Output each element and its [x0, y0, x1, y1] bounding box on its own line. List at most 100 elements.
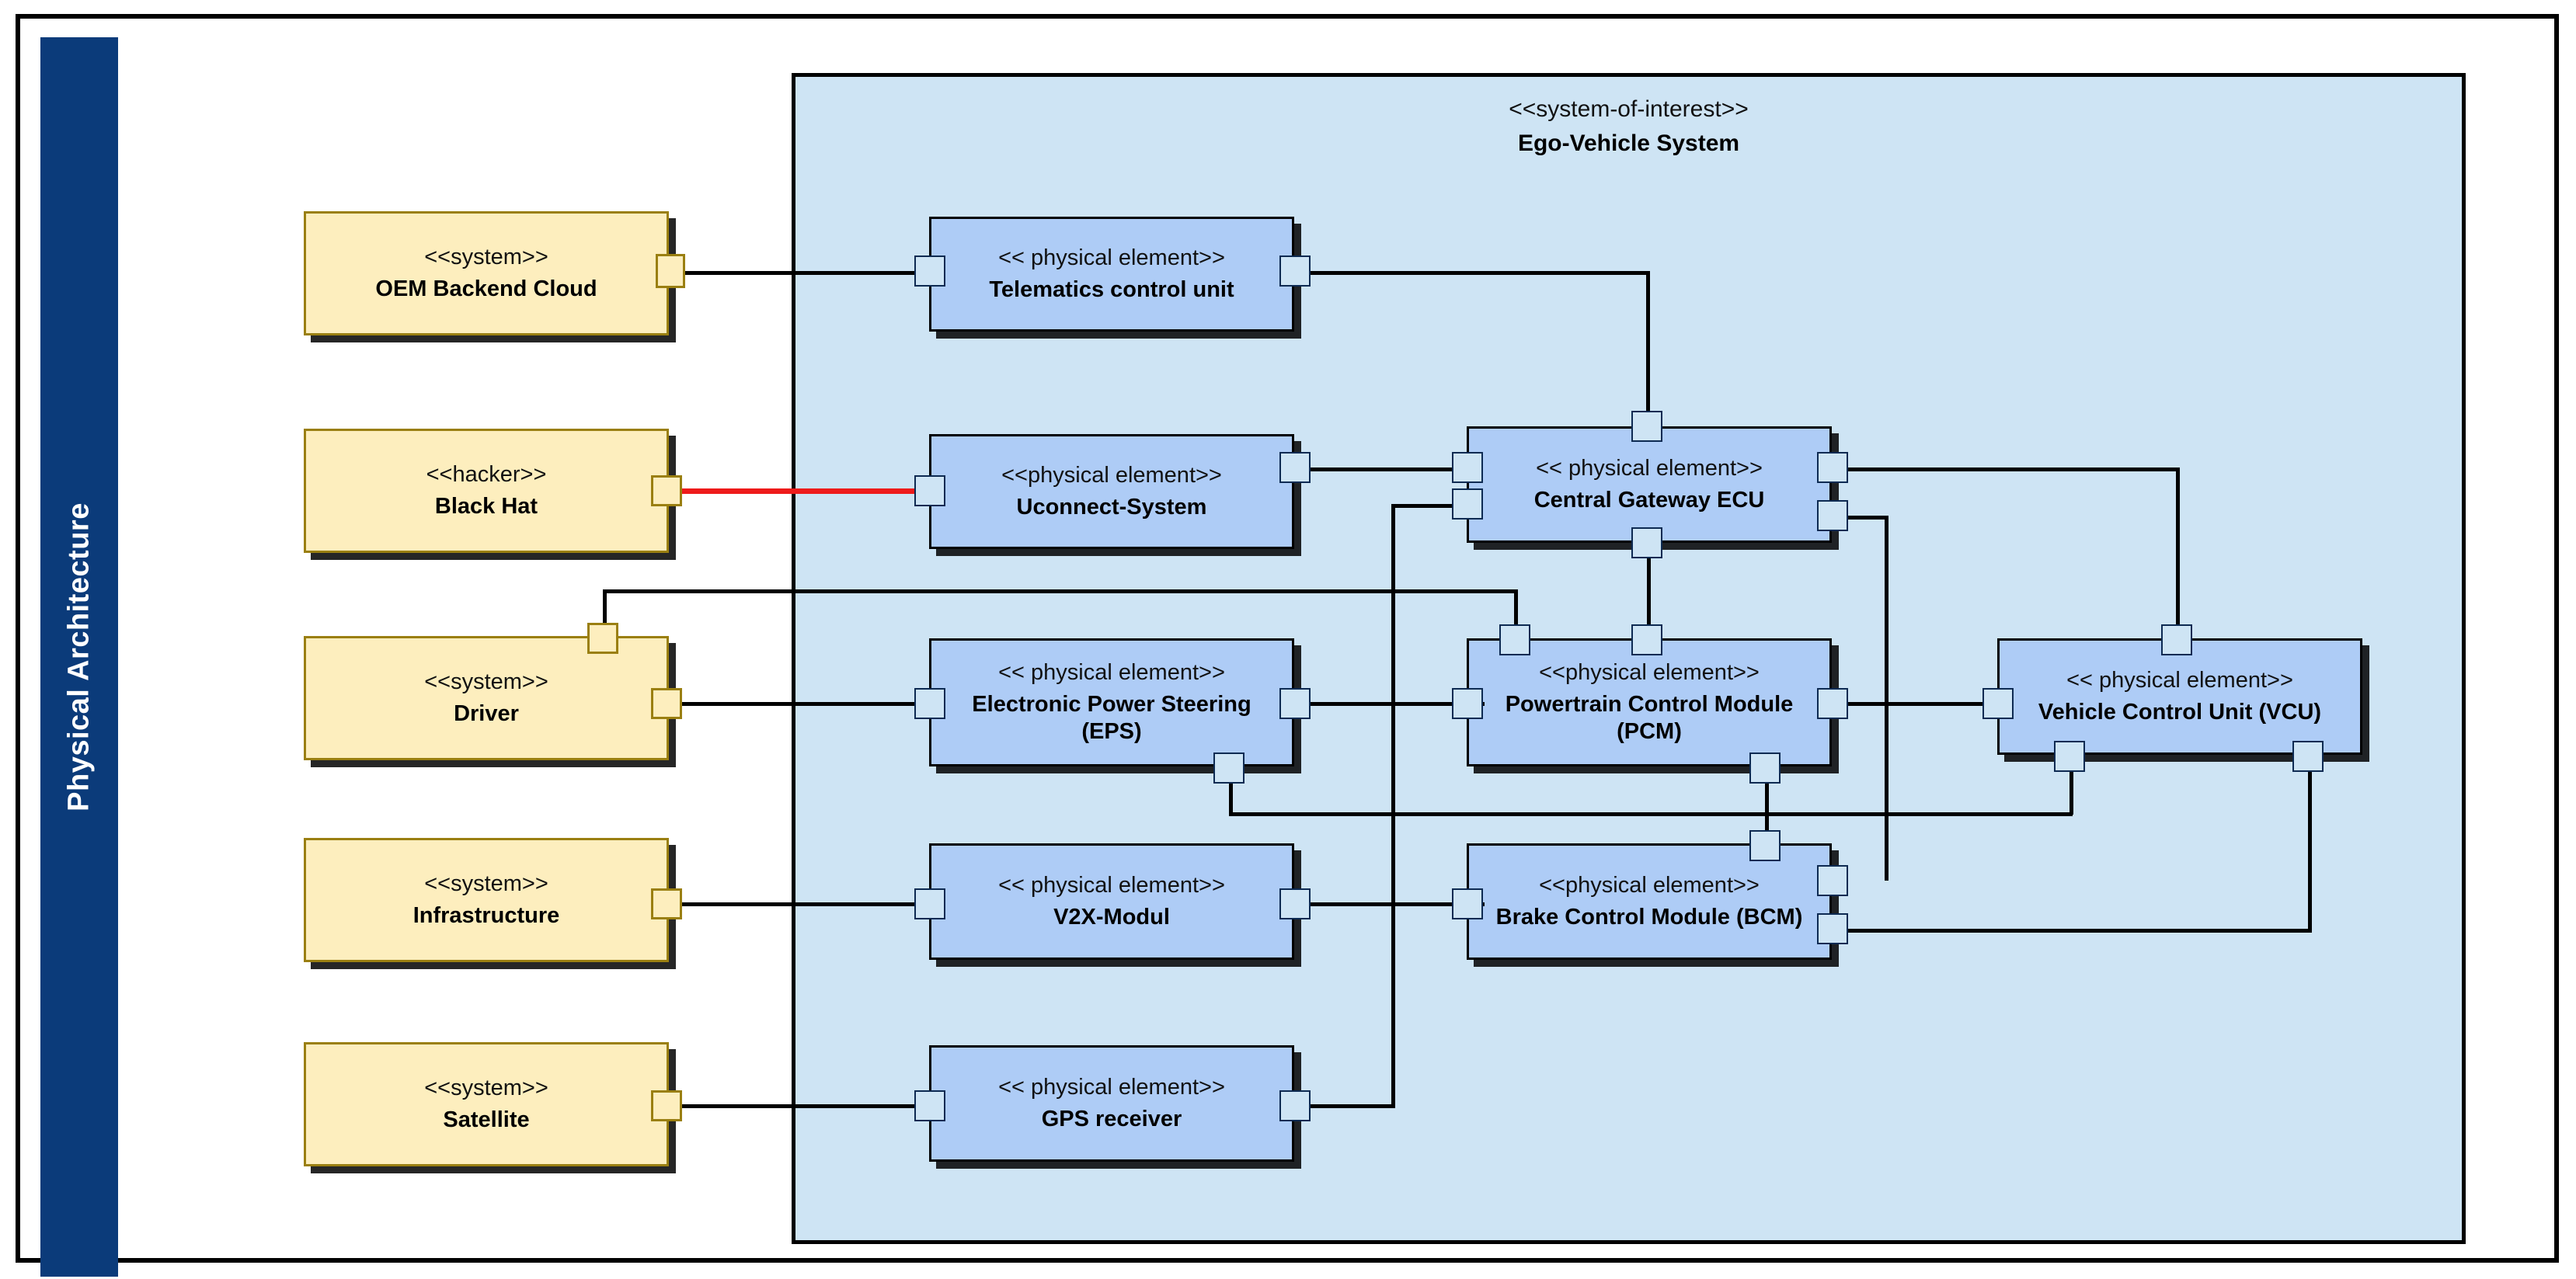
boundary-stereotype: <<system-of-interest>>	[1509, 96, 1749, 122]
port-tcu-left[interactable]	[914, 255, 945, 287]
port-cgw-right-lower[interactable]	[1817, 500, 1848, 531]
port-cgw-top[interactable]	[1631, 411, 1662, 442]
port-bcm-left[interactable]	[1452, 888, 1483, 919]
port-eps-bottom[interactable]	[1213, 752, 1244, 784]
node-stereotype: <<physical element>>	[1001, 462, 1222, 488]
port-v2x-left[interactable]	[914, 888, 945, 919]
node-brake-control-module[interactable]: <<physical element>> Brake Control Modul…	[1467, 843, 1832, 960]
node-name: Satellite	[443, 1107, 530, 1132]
wire-driver-up	[603, 589, 607, 636]
node-name: Vehicle Control Unit (VCU)	[2038, 699, 2322, 725]
node-name: Central Gateway ECU	[1533, 487, 1765, 513]
port-driver-top[interactable]	[587, 623, 618, 654]
wire-gps-up	[1391, 504, 1395, 1108]
node-name: GPS receiver	[1041, 1106, 1182, 1131]
wire-cgw-down-vcu	[2176, 467, 2180, 634]
port-gps-left[interactable]	[914, 1090, 945, 1121]
node-stereotype: <<system>>	[424, 669, 548, 694]
port-driver-right[interactable]	[651, 688, 682, 719]
node-stereotype: << physical element>>	[998, 872, 1225, 898]
node-v2x-modul[interactable]: << physical element>> V2X-Modul	[929, 843, 1294, 960]
node-stereotype: << physical element>>	[1536, 455, 1763, 481]
wire-cgw-to-pcm	[1647, 535, 1651, 648]
node-name-line2: (PCM)	[1617, 718, 1682, 744]
port-pcm-top-center[interactable]	[1631, 624, 1662, 655]
wire-infrastructure-to-v2x	[671, 902, 920, 906]
port-eps-right[interactable]	[1279, 688, 1311, 719]
node-telematics-control-unit[interactable]: << physical element>> Telematics control…	[929, 217, 1294, 332]
wire-gps-to-cgw	[1391, 504, 1469, 508]
port-vcu-top[interactable]	[2161, 624, 2192, 655]
port-satellite-right[interactable]	[651, 1090, 682, 1121]
node-powertrain-control-module[interactable]: <<physical element>> Powertrain Control …	[1467, 638, 1832, 766]
port-uconnect-right[interactable]	[1279, 452, 1311, 483]
sidebar-title: Physical Architecture	[62, 502, 96, 812]
node-stereotype: << physical element>>	[998, 659, 1225, 685]
port-infrastructure-right[interactable]	[651, 888, 682, 919]
sidebar-physical-architecture: Physical Architecture	[40, 37, 118, 1277]
node-driver[interactable]: <<system>> Driver	[304, 636, 669, 760]
port-vcu-left[interactable]	[1982, 688, 2014, 719]
port-cgw-right-upper[interactable]	[1817, 452, 1848, 483]
wire-bcm-up-vcu	[2308, 764, 2312, 931]
node-name: Brake Control Module (BCM)	[1495, 904, 1803, 930]
port-gps-right[interactable]	[1279, 1090, 1311, 1121]
port-bcm-right-lower[interactable]	[1817, 913, 1848, 944]
node-name: Electronic Power Steering	[972, 692, 1251, 718]
node-name: Telematics control unit	[989, 276, 1234, 302]
wire-bcm-right	[1830, 929, 2312, 933]
node-name: Uconnect-System	[1016, 494, 1207, 520]
node-stereotype: <<hacker>>	[426, 461, 547, 487]
node-stereotype: << physical element>>	[998, 245, 1225, 270]
port-v2x-right[interactable]	[1279, 888, 1311, 919]
port-oem-right[interactable]	[656, 254, 685, 288]
node-name: OEM Backend Cloud	[375, 276, 597, 301]
node-name: Powertrain Control Module	[1505, 692, 1794, 718]
node-oem-backend-cloud[interactable]: <<system>> OEM Backend Cloud	[304, 211, 669, 335]
node-central-gateway-ecu[interactable]: << physical element>> Central Gateway EC…	[1467, 426, 1832, 543]
node-name: Infrastructure	[413, 902, 560, 928]
boundary-name: Ego-Vehicle System	[1517, 130, 1740, 156]
port-black-hat-right[interactable]	[651, 475, 682, 506]
wire-pcm-to-bcm	[1765, 760, 1769, 846]
wire-cgw-down-bcm	[1885, 516, 1888, 881]
port-cgw-left-lower[interactable]	[1452, 488, 1483, 520]
port-pcm-right[interactable]	[1817, 688, 1848, 719]
node-infrastructure[interactable]: <<system>> Infrastructure	[304, 838, 669, 962]
node-name-line2: (EPS)	[1081, 718, 1142, 744]
wire-eps-down	[1229, 760, 1233, 815]
port-cgw-left-upper[interactable]	[1452, 452, 1483, 483]
port-eps-left[interactable]	[914, 688, 945, 719]
node-stereotype: << physical element>>	[998, 1074, 1225, 1100]
boundary-header: <<system-of-interest>> Ego-Vehicle Syste…	[795, 96, 2462, 157]
wire-cgw-right-upper	[1830, 467, 2180, 471]
node-black-hat[interactable]: <<hacker>> Black Hat	[304, 429, 669, 553]
port-vcu-bottom-left[interactable]	[2054, 741, 2085, 772]
wire-tcu-right	[1310, 271, 1650, 275]
node-stereotype: <<physical element>>	[1539, 659, 1760, 685]
node-stereotype: <<system>>	[424, 244, 548, 269]
wire-blackhat-to-uconnect	[671, 488, 920, 494]
port-uconnect-left[interactable]	[914, 475, 945, 506]
port-pcm-top-left[interactable]	[1499, 624, 1530, 655]
port-bcm-right-upper[interactable]	[1817, 865, 1848, 896]
node-satellite[interactable]: <<system>> Satellite	[304, 1042, 669, 1166]
node-electronic-power-steering[interactable]: << physical element>> Electronic Power S…	[929, 638, 1294, 766]
port-pcm-bottom-right[interactable]	[1749, 752, 1781, 784]
wire-oem-to-tcu	[671, 271, 920, 275]
wire-eps-to-pcm	[1310, 702, 1485, 706]
port-tcu-right[interactable]	[1279, 255, 1311, 287]
wire-pcm-to-vcu	[1830, 702, 1997, 706]
node-vehicle-control-unit[interactable]: << physical element>> Vehicle Control Un…	[1997, 638, 2362, 755]
node-gps-receiver[interactable]: << physical element>> GPS receiver	[929, 1045, 1294, 1162]
port-cgw-bottom[interactable]	[1631, 527, 1662, 558]
port-vcu-bottom-right[interactable]	[2292, 741, 2324, 772]
node-stereotype: <<system>>	[424, 871, 548, 896]
wire-tcu-down-cgw	[1646, 271, 1650, 415]
port-bcm-top-right[interactable]	[1749, 830, 1781, 861]
node-stereotype: <<system>>	[424, 1075, 548, 1100]
port-pcm-left[interactable]	[1452, 688, 1483, 719]
wire-driver-down-pcm	[1514, 589, 1518, 642]
wire-driver-to-eps	[671, 702, 920, 706]
node-uconnect-system[interactable]: <<physical element>> Uconnect-System	[929, 434, 1294, 549]
